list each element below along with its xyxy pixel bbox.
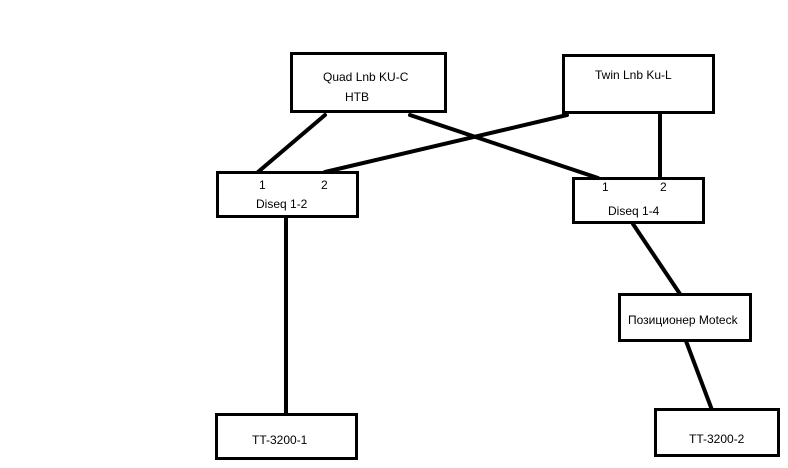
diseq12-label: Diseq 1-2 — [256, 197, 308, 211]
wire-quad-to-diseq12-port1 — [256, 113, 327, 174]
diseq14-node: 1 2 Diseq 1-4 — [572, 177, 705, 224]
diseq14-port-1: 1 — [602, 180, 609, 194]
diseq14-port-2: 2 — [660, 180, 667, 194]
wire-diseq14-to-positioner — [631, 222, 682, 296]
diseq12-port-1: 1 — [259, 178, 266, 192]
quad-lnb-sublabel: HTB — [345, 90, 369, 104]
twin-lnb-node: Twin Lnb Ku-L — [562, 54, 715, 114]
diseq12-node: 1 2 Diseq 1-2 — [216, 171, 359, 218]
wire-quad-to-diseq14-port1 — [408, 113, 600, 180]
positioner-label: Позиционер Moteck — [628, 313, 738, 327]
tt2-node: TT-3200-2 — [654, 408, 780, 457]
tt1-label: TT-3200-1 — [252, 433, 308, 447]
positioner-node: Позиционер Moteck — [618, 293, 752, 342]
quad-lnb-label: Quad Lnb KU-C — [323, 70, 409, 84]
tt2-label: TT-3200-2 — [689, 432, 745, 446]
wire-positioner-to-tt2 — [684, 339, 714, 412]
quad-lnb-node: Quad Lnb KU-C HTB — [290, 52, 447, 113]
diseq14-label: Diseq 1-4 — [608, 204, 660, 218]
tt1-node: TT-3200-1 — [215, 413, 358, 460]
diseq12-port-2: 2 — [321, 178, 328, 192]
wire-twin-to-diseq12-port2 — [323, 113, 569, 174]
twin-lnb-label: Twin Lnb Ku-L — [595, 68, 672, 82]
